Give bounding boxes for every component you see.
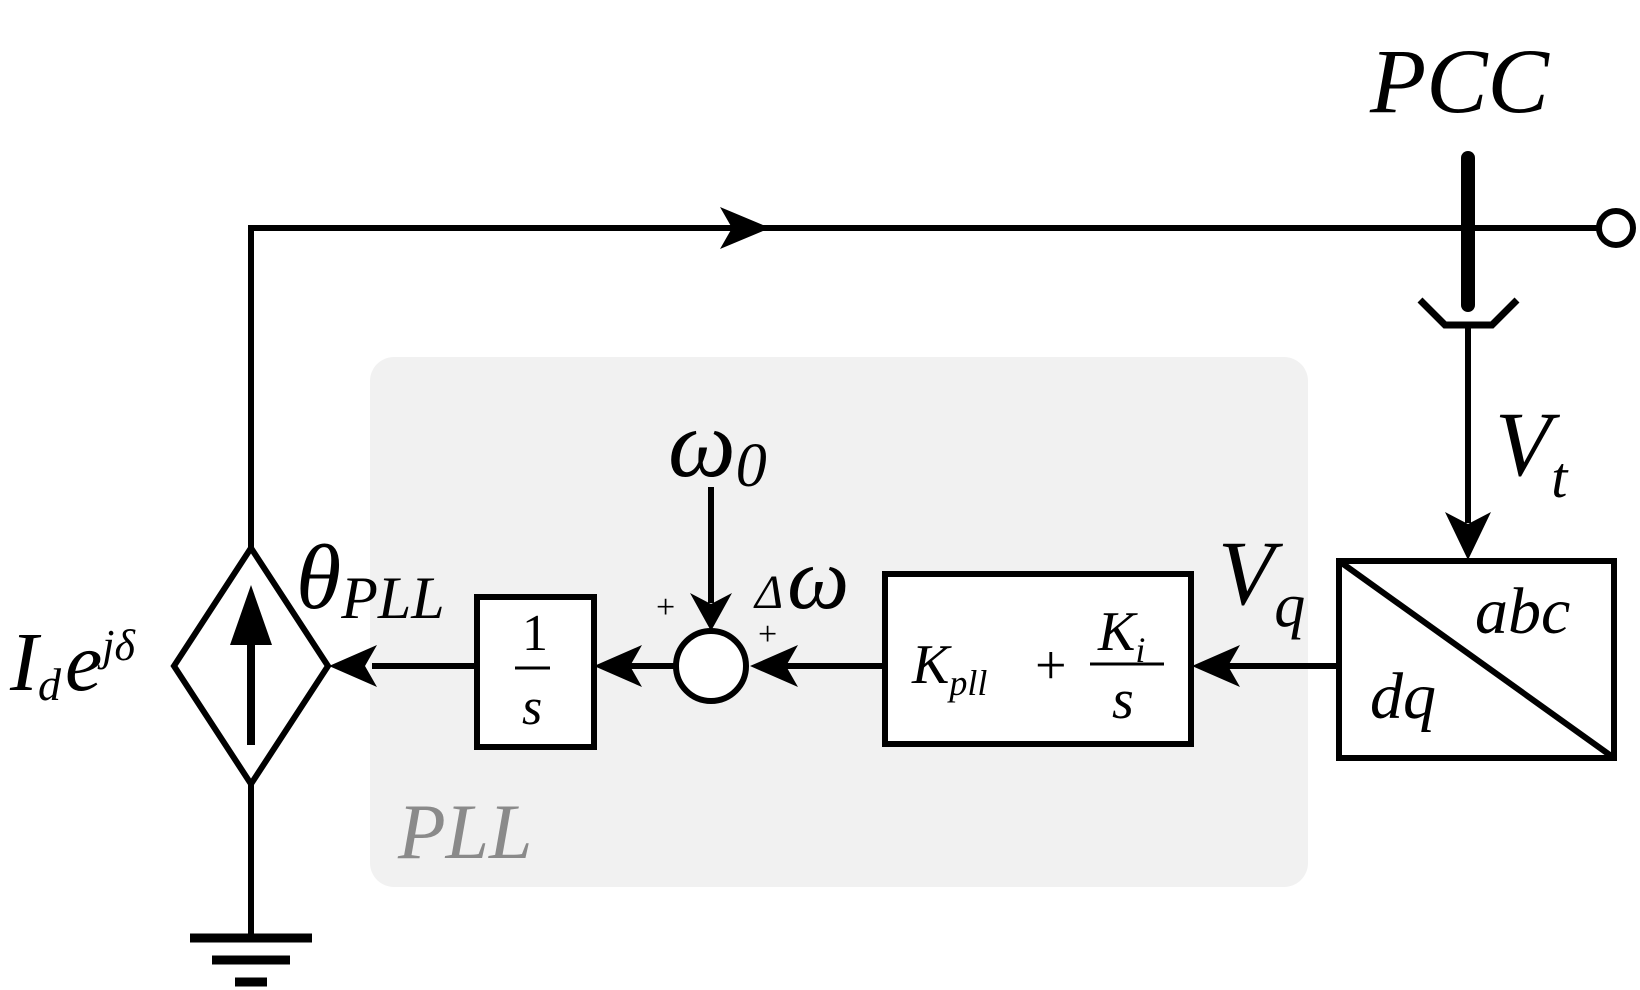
delta-omega-arrow <box>750 645 798 687</box>
vt-arrow <box>1445 512 1491 560</box>
delta-omega-label: Δω <box>753 531 849 628</box>
integrator-numerator: 1 <box>522 605 548 662</box>
integrator-block <box>474 594 597 750</box>
pll-region-label: PLL <box>397 788 532 875</box>
theta-pll-label: θPLL <box>296 526 445 631</box>
pi-plus-sign: + <box>1035 635 1067 697</box>
transform-diagonal <box>1337 558 1616 761</box>
omega-arrow <box>594 645 642 687</box>
pi-s-term: s <box>1112 669 1134 731</box>
vq-label: Vq <box>1218 522 1305 640</box>
transform-abc-label: abc <box>1475 575 1570 648</box>
sum-sign-top: + <box>656 589 675 626</box>
transform-dq-label: dq <box>1370 660 1436 733</box>
pll-region <box>370 357 1308 887</box>
integrator-denominator: s <box>522 679 542 736</box>
vt-label: Vt <box>1495 393 1569 510</box>
source-current-label: Idejδ <box>9 616 137 710</box>
current-direction-arrow <box>720 207 770 249</box>
top-feeder-wire <box>248 225 1603 551</box>
pcc-terminal <box>1596 208 1636 248</box>
sum-sign-right: + <box>758 616 777 653</box>
source-current-arrow-head <box>230 585 272 645</box>
pcc-label: PCC <box>1369 30 1551 132</box>
vq-arrow <box>1192 645 1240 687</box>
omega0-label: ω0 <box>668 390 767 500</box>
pi-controller-block <box>882 571 1194 747</box>
pi-kpll-term: Kpll <box>911 634 987 703</box>
omega0-arrow <box>690 593 732 631</box>
theta-arrow <box>329 645 377 687</box>
summing-junction <box>673 628 749 704</box>
pi-ki-term: Ki <box>1097 601 1145 670</box>
